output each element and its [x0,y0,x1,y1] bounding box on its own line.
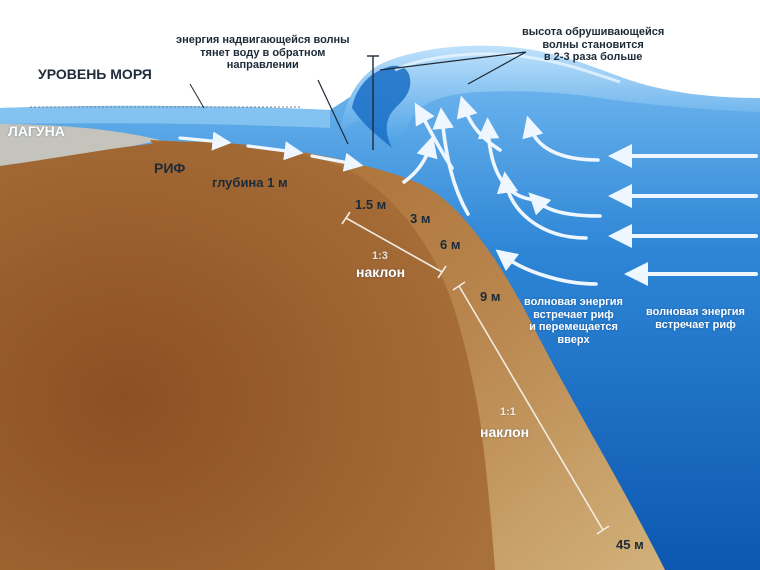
wave-height-leader-2 [467,51,527,85]
reef-label: РИФ [154,160,186,176]
depth-1m-label: глубина 1 м [212,175,288,190]
upward-arrows [402,95,602,286]
energy-meets-line-1: волновая энергия [646,306,745,318]
slope-scale-1 [341,211,447,279]
depth-1-5m-label: 1.5 м [355,197,387,212]
slope-1-label: наклон [356,264,406,280]
backwash-line-2: тянет воду в обратном [200,46,326,59]
energy-up-line-3: и перемещается [529,321,618,334]
wave-height-annotation: высота обрушивающейся волны становится в… [522,26,664,64]
energy-up-line-4: вверх [557,333,590,346]
lagoon-label: ЛАГУНА [8,123,65,139]
sea-level-leader [189,83,205,109]
wave-height-line-1: высота обрушивающейся [522,26,665,38]
slope-ratio-1-label: 1:3 [372,250,388,262]
depth-3m-label: 3 м [410,211,431,226]
depth-6m-label: 6 м [440,237,461,252]
lagoon [0,124,160,166]
backwash-leader [317,79,349,145]
wave-height-line-2: волны становится [542,38,644,51]
wave-curl [352,65,411,148]
energy-meets-annotation: волновая энергия встречает риф [646,306,745,331]
energy-meets-line-2: встречает риф [655,318,736,331]
slope-2-label: наклон [480,424,530,440]
wave-height-leader-1 [379,51,527,71]
surface-arrows [178,131,364,172]
sea-level-label: УРОВЕНЬ МОРЯ [38,66,152,82]
energy-up-annotation: волновая энергия встречает риф и перемещ… [524,296,623,347]
slope-scale-2 [452,281,610,535]
breaking-wave [340,45,760,149]
backwash-annotation: энергия надвигающейся волны тянет воду в… [176,34,350,72]
backwash-line-1: энергия надвигающейся волны [176,34,350,46]
energy-up-line-2: встречает риф [533,308,614,321]
energy-up-line-1: волновая энергия [524,296,623,308]
depth-45m-label: 45 м [616,537,644,552]
wave-height-line-3: в 2-3 раза больше [543,51,643,64]
ocean-surface [0,105,330,128]
incoming-arrows [608,144,758,286]
backwash-line-3: направлении [226,59,299,72]
reef-body [0,141,495,570]
slope-ratio-2-label: 1:1 [500,406,516,418]
depth-9m-label: 9 м [480,289,501,304]
